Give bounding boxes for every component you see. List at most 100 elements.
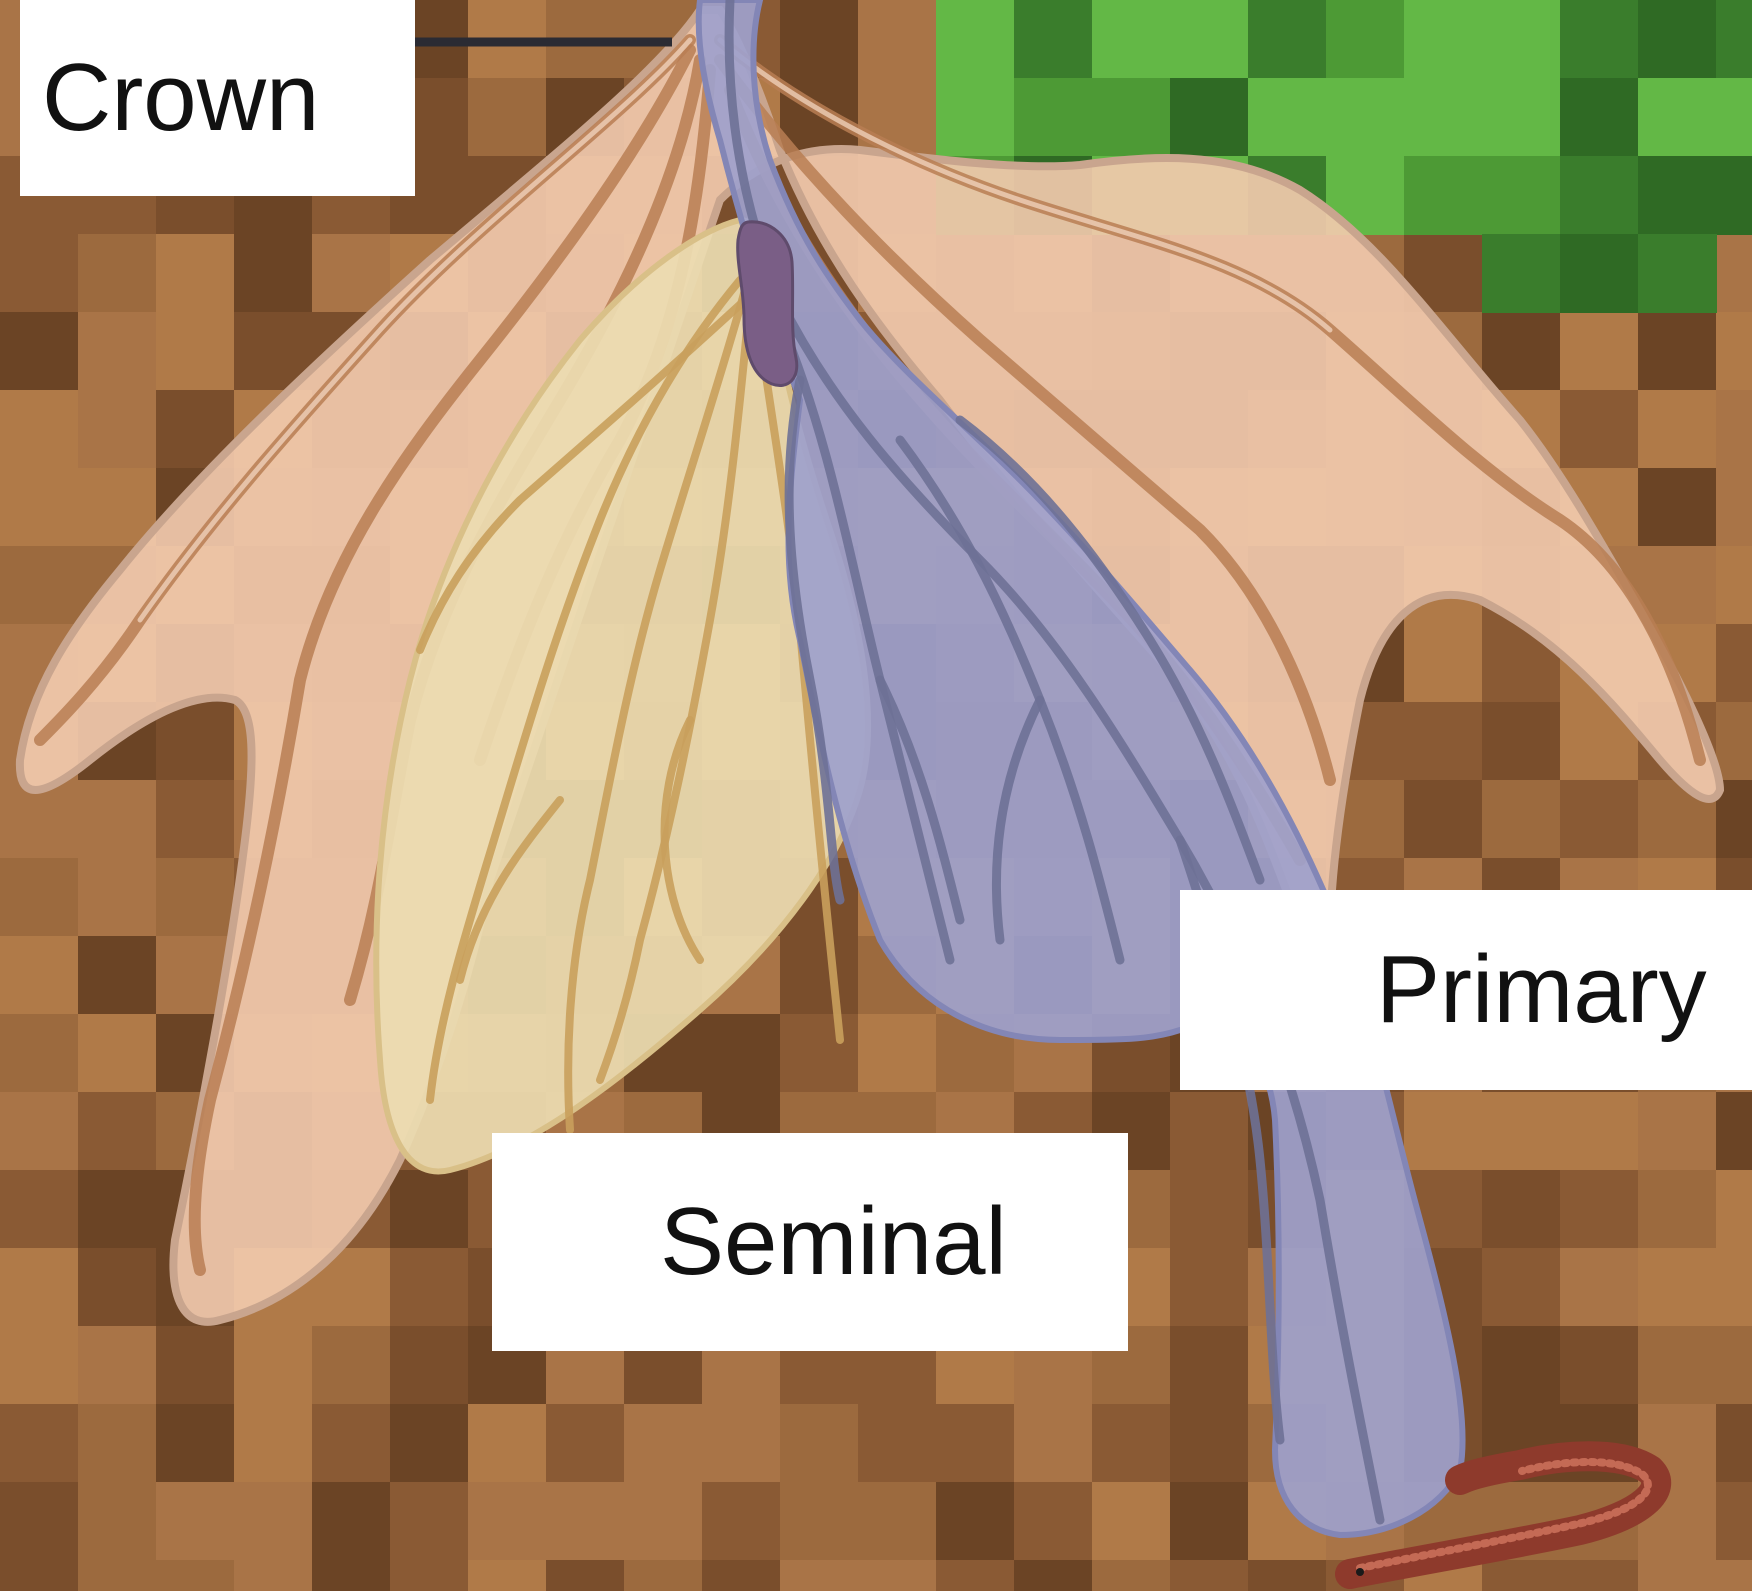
soil-block: [312, 1560, 391, 1591]
seminal-label-box: Seminal: [492, 1133, 1128, 1351]
soil-block: [78, 1248, 157, 1327]
grass-block: [1638, 156, 1717, 235]
soil-block: [1248, 1560, 1327, 1591]
soil-block: [1716, 468, 1752, 547]
soil-block: [1482, 1170, 1561, 1249]
grass-block: [1482, 156, 1561, 235]
soil-block: [0, 1404, 79, 1483]
soil-block: [1716, 1092, 1752, 1171]
grass-block: [1404, 78, 1483, 157]
soil-block: [936, 1560, 1015, 1591]
grass-block: [1716, 78, 1752, 157]
soil-block: [1170, 1326, 1249, 1405]
grass-block: [1560, 78, 1639, 157]
soil-block: [1014, 1404, 1093, 1483]
soil-block: [156, 234, 235, 313]
soil-block: [468, 1560, 547, 1591]
crown-label: Crown: [42, 50, 319, 146]
soil-block: [1014, 1482, 1093, 1561]
soil-block: [0, 1248, 79, 1327]
soil-block: [1716, 624, 1752, 703]
soil-block: [0, 1482, 79, 1561]
soil-block: [78, 780, 157, 859]
soil-block: [0, 936, 79, 1015]
soil-block: [1482, 780, 1561, 859]
grass-block: [1092, 78, 1171, 157]
soil-block: [0, 1560, 79, 1591]
grass-block: [1248, 78, 1327, 157]
soil-block: [1170, 1404, 1249, 1483]
grass-block: [1482, 78, 1561, 157]
soil-block: [546, 1560, 625, 1591]
soil-block: [858, 1014, 937, 1093]
soil-block: [858, 0, 937, 79]
soil-block: [0, 468, 79, 547]
soil-block: [1092, 1404, 1171, 1483]
soil-block: [156, 858, 235, 937]
soil-block: [1560, 1248, 1639, 1327]
grass-block: [1716, 156, 1752, 235]
soil-block: [936, 1404, 1015, 1483]
soil-block: [1560, 1326, 1639, 1405]
soil-block: [546, 1482, 625, 1561]
soil-block: [624, 1560, 703, 1591]
soil-block: [1638, 1092, 1717, 1171]
soil-block: [390, 1326, 469, 1405]
grass-block: [1638, 0, 1717, 79]
soil-block: [234, 1404, 313, 1483]
soil-block: [0, 1326, 79, 1405]
soil-block: [1560, 1170, 1639, 1249]
soil-block: [0, 1170, 79, 1249]
soil-block: [0, 1092, 79, 1171]
soil-block: [390, 1560, 469, 1591]
soil-block: [1170, 1560, 1249, 1591]
soil-block: [1170, 1092, 1249, 1171]
soil-block: [156, 1404, 235, 1483]
soil-block: [1482, 1092, 1561, 1171]
soil-block: [1560, 1560, 1639, 1591]
soil-block: [1404, 1092, 1483, 1171]
soil-block: [1560, 390, 1639, 469]
grass-block: [1638, 78, 1717, 157]
crown-label-box: Crown: [20, 0, 415, 196]
soil-block: [1638, 1248, 1717, 1327]
soil-block: [1716, 1248, 1752, 1327]
grass-block: [936, 78, 1015, 157]
grass-block: [1716, 0, 1752, 79]
soil-block: [1482, 1326, 1561, 1405]
soil-block: [468, 1404, 547, 1483]
soil-block: [702, 1482, 781, 1561]
soil-block: [1716, 1482, 1752, 1561]
grass-block: [1482, 234, 1561, 313]
soil-block: [468, 1482, 547, 1561]
soil-block: [1716, 312, 1752, 391]
soil-block: [858, 1404, 937, 1483]
soil-block: [1716, 1560, 1752, 1591]
soil-block: [78, 234, 157, 313]
earthworm-eye: [1356, 1568, 1364, 1576]
grass-block: [1404, 156, 1483, 235]
soil-block: [780, 1560, 859, 1591]
seminal-label: Seminal: [660, 1194, 1007, 1290]
soil-block: [234, 234, 313, 313]
soil-block: [390, 1482, 469, 1561]
primary-label: Primary: [1376, 942, 1707, 1038]
soil-block: [156, 780, 235, 859]
soil-block: [78, 1014, 157, 1093]
soil-block: [78, 1326, 157, 1405]
grass-block: [1170, 78, 1249, 157]
soil-block: [1716, 1404, 1752, 1483]
soil-block: [156, 312, 235, 391]
grass-block: [1248, 0, 1327, 79]
grass-block: [1560, 234, 1639, 313]
soil-block: [780, 936, 859, 1015]
soil-block: [1404, 702, 1483, 781]
primary-label-box: Primary: [1180, 890, 1752, 1090]
soil-block: [858, 1560, 937, 1591]
soil-block: [0, 312, 79, 391]
soil-block: [1482, 1560, 1561, 1591]
soil-block: [1638, 312, 1717, 391]
soil-block: [624, 1404, 703, 1483]
soil-block: [1638, 468, 1717, 547]
soil-block: [624, 1482, 703, 1561]
